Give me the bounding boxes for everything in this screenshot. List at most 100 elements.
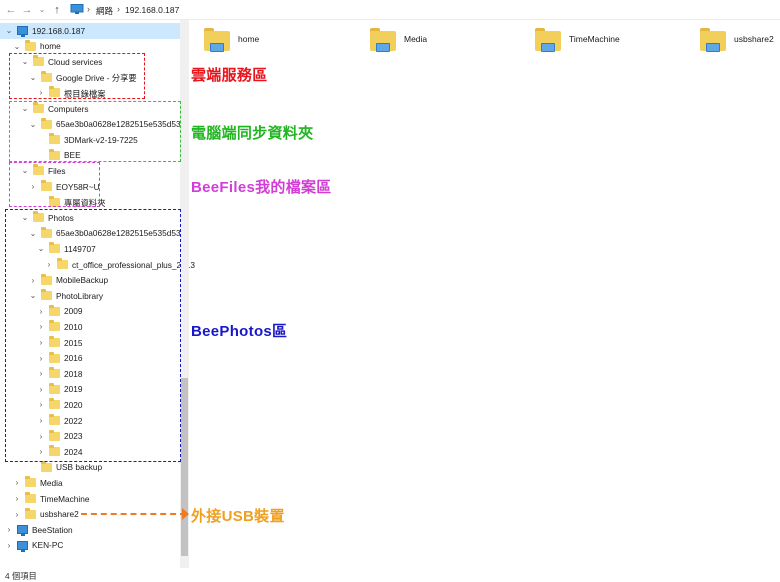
files-annotation: BeeFiles我的檔案區 <box>191 179 332 196</box>
nav-tree-item[interactable]: BEE <box>0 148 180 164</box>
up-button[interactable]: ↑ <box>50 2 64 18</box>
nav-tree-item[interactable]: ›2015 <box>0 335 180 351</box>
breadcrumb-network[interactable]: 網路 <box>96 6 114 16</box>
nav-tree-item[interactable]: ⌄Google Drive - 分享要 <box>0 70 180 86</box>
nav-tree-item[interactable]: ›2024 <box>0 444 180 460</box>
chevron-down-icon[interactable]: ⌄ <box>21 57 29 67</box>
nav-tree-item[interactable]: ⌄Photos <box>0 210 180 226</box>
folder-icon <box>41 70 52 82</box>
chevron-right-icon[interactable]: › <box>39 431 43 441</box>
nav-tree-item[interactable]: ›根目錄檔案 <box>0 85 180 101</box>
nav-tree-item[interactable]: 專屬資料夾 <box>0 195 180 211</box>
navigation-pane: ⌄192.168.0.187⌄home⌄Cloud services⌄Googl… <box>0 20 195 568</box>
folder-icon <box>41 226 52 238</box>
folder-icon <box>49 382 60 394</box>
recent-locations-button[interactable]: ⌄ <box>35 2 49 18</box>
usb-annotation-arrow <box>81 513 186 515</box>
chevron-right-icon[interactable]: › <box>47 260 51 269</box>
chevron-down-icon[interactable]: ⌄ <box>29 228 37 238</box>
chevron-right-icon[interactable]: › <box>39 369 43 379</box>
chevron-down-icon[interactable]: ⌄ <box>21 213 29 223</box>
chevron-right-icon[interactable]: › <box>39 400 43 410</box>
chevron-right-icon[interactable]: › <box>31 182 35 191</box>
chevron-right-icon[interactable]: › <box>39 353 43 363</box>
nav-tree-item[interactable]: ›EOY58R~U <box>0 179 180 195</box>
nav-tree-item[interactable]: ›KEN-PC <box>0 538 180 554</box>
chevron-right-icon[interactable]: › <box>39 447 43 457</box>
chevron-right-icon[interactable]: › <box>39 88 43 98</box>
nav-tree-item-label: Files <box>48 165 66 176</box>
chevron-down-icon[interactable]: ⌄ <box>13 41 21 51</box>
chevron-down-icon[interactable]: ⌄ <box>21 104 29 113</box>
chevron-right-icon[interactable]: › <box>39 306 43 316</box>
nav-scrollbar-thumb[interactable] <box>181 378 188 556</box>
nav-tree-item[interactable]: ›2018 <box>0 366 180 382</box>
chevron-right-icon[interactable]: › <box>7 540 11 550</box>
shared-folder-icon <box>25 507 36 519</box>
arrow-up-icon: ↑ <box>54 4 60 16</box>
nav-tree-item[interactable]: ›2020 <box>0 397 180 413</box>
chevron-down-icon[interactable]: ⌄ <box>29 72 37 82</box>
nav-tree-item[interactable]: ›2016 <box>0 351 180 367</box>
nav-tree-item[interactable]: ›BeeStation <box>0 522 180 538</box>
nav-tree-item[interactable]: ⌄65ae3b0a0628e1282515e535d530 <box>0 117 185 133</box>
chevron-right-icon[interactable]: › <box>15 494 19 503</box>
nav-tree-item[interactable]: USB backup <box>0 460 180 476</box>
nav-tree-item[interactable]: ›2019 <box>0 382 180 398</box>
chevron-down-icon[interactable]: ⌄ <box>29 119 37 129</box>
chevron-right-icon[interactable]: › <box>31 275 35 285</box>
nav-tree-item[interactable]: ⌄ Files <box>0 163 180 179</box>
nav-tree-item[interactable]: ›ct_office_professional_plus_2013 <box>0 257 195 273</box>
chevron-right-icon[interactable]: › <box>39 322 43 332</box>
nav-tree-item[interactable]: ›TimeMachine <box>0 491 180 507</box>
folder-icon <box>49 304 60 316</box>
chevron-right-icon[interactable]: › <box>15 509 19 519</box>
folder-icon <box>41 273 52 285</box>
chevron-down-icon[interactable]: ⌄ <box>21 166 29 176</box>
arrow-left-icon: ← <box>5 4 17 16</box>
nav-tree-item[interactable]: ›Media <box>0 475 180 491</box>
chevron-right-icon[interactable]: › <box>39 338 43 347</box>
nav-tree-item[interactable]: ⌄ Cloud services <box>0 54 180 70</box>
nav-tree-item-label: 2010 <box>64 321 83 332</box>
folder-icon <box>33 164 44 176</box>
breadcrumb-separator: › <box>117 4 120 14</box>
chevron-right-icon[interactable]: › <box>7 525 11 535</box>
nav-tree-item[interactable]: ›2023 <box>0 429 180 445</box>
nav-tree-item[interactable]: ⌄65ae3b0a0628e1282515e535d530 <box>0 226 185 242</box>
folder-icon <box>49 398 60 410</box>
nav-tree-item[interactable]: 3DMark-v2-19-7225 <box>0 132 180 148</box>
nav-tree-item[interactable]: › 2022 <box>0 413 180 429</box>
back-button[interactable]: ← <box>4 2 18 18</box>
chevron-down-icon[interactable]: ⌄ <box>37 244 45 254</box>
nav-tree-item[interactable]: ›2009 <box>0 304 180 320</box>
chevron-down-icon[interactable]: ⌄ <box>29 291 37 301</box>
nav-tree-item[interactable]: ⌄192.168.0.187 <box>0 23 180 39</box>
nav-tree-item-label: 專屬資料夾 <box>64 198 106 209</box>
nav-tree-item[interactable]: ⌄ 1149707 <box>0 241 180 257</box>
chevron-right-icon[interactable]: › <box>39 416 43 425</box>
nav-tree-item-label: 1149707 <box>64 243 96 254</box>
forward-button[interactable]: → <box>20 2 34 18</box>
nav-tree-item[interactable]: › 2010 <box>0 319 180 335</box>
breadcrumb-host[interactable]: 192.168.0.187 <box>125 5 180 15</box>
folder-icon <box>41 180 52 191</box>
nav-tree-item[interactable]: ⌄PhotoLibrary <box>0 288 180 304</box>
folder-icon <box>41 289 52 301</box>
computers-highlight-box <box>9 101 181 162</box>
nav-tree-item-label: USB backup <box>56 462 103 473</box>
nav-tree-item[interactable]: ⌄home <box>0 39 180 55</box>
nav-tree-item[interactable]: › usbshare2 <box>0 507 180 523</box>
nav-tree-item-label: usbshare2 <box>40 509 79 520</box>
nav-tree-item[interactable]: ⌄Computers <box>0 101 180 117</box>
nav-tree-item-label: 2022 <box>64 415 83 426</box>
nav-scrollbar[interactable] <box>180 20 189 568</box>
chevron-down-icon[interactable]: ⌄ <box>5 26 13 35</box>
folder-name: home <box>238 34 260 44</box>
folder-icon <box>49 148 60 160</box>
chevron-right-icon[interactable]: › <box>15 478 19 488</box>
nav-tree-item-label: Cloud services <box>48 56 103 67</box>
nav-tree-item[interactable]: ›MobileBackup <box>0 273 180 289</box>
folder-icon <box>49 414 60 425</box>
chevron-right-icon[interactable]: › <box>39 384 43 394</box>
